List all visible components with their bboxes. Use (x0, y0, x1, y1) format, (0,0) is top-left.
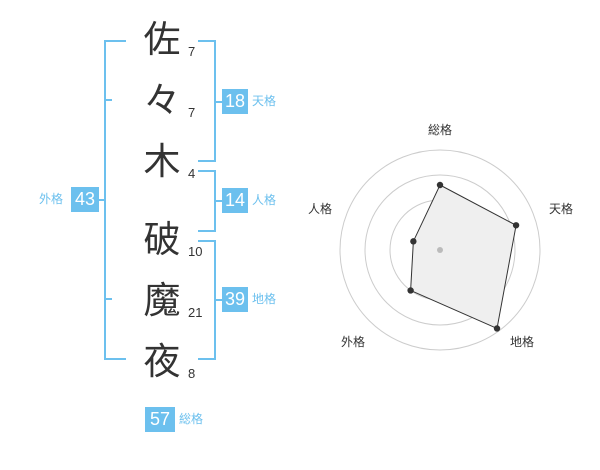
radar-point (512, 222, 520, 229)
chikaku-connector (214, 299, 222, 301)
jinkaku-connector (214, 200, 222, 202)
gaikaku-bracket (104, 40, 126, 360)
kanji-1: 佐 (143, 18, 181, 61)
gaikaku-connector (96, 199, 104, 201)
tenkaku-value: 18 (222, 89, 248, 114)
radar-point (493, 325, 501, 332)
radar-center-dot (437, 247, 443, 253)
tenkaku-connector (214, 101, 222, 103)
soukaku-label: 総格 (179, 412, 204, 426)
kanji-5: 魔 (143, 279, 181, 322)
soukaku-value: 57 (145, 407, 175, 432)
radar-points (407, 181, 520, 332)
stroke-count-5: 21 (188, 305, 203, 320)
stroke-count-2: 7 (188, 105, 196, 120)
radar-point (407, 287, 414, 294)
radar-label-tenkaku: 天格 (549, 201, 573, 216)
chikaku-label: 地格 (252, 292, 277, 306)
gaikaku-bracket-tick (104, 298, 112, 300)
gaikaku-bracket-tick (104, 99, 112, 101)
stroke-count-6: 8 (188, 366, 196, 381)
gaikaku-value: 43 (71, 187, 99, 212)
tenkaku-label: 天格 (252, 94, 277, 108)
radar-point (410, 238, 417, 245)
radar-grid-ring (364, 174, 516, 326)
radar-label-jinkaku: 人格 (308, 201, 332, 216)
radar-score-area (410, 184, 517, 330)
kanji-4: 破 (143, 218, 181, 261)
gaikaku-label: 外格 (39, 192, 64, 206)
stroke-count-1: 7 (188, 44, 196, 59)
stroke-count-3: 4 (188, 166, 196, 181)
kanji-6: 夜 (143, 340, 181, 383)
chikaku-value: 39 (222, 287, 248, 312)
kanji-2: 々 (143, 79, 181, 122)
kanji-3: 木 (143, 140, 181, 183)
jinkaku-value: 14 (222, 188, 248, 213)
radar-point (436, 181, 444, 189)
radar-label-soukaku: 総格 (428, 122, 452, 137)
radar-label-gaikaku: 外格 (341, 334, 365, 349)
radar-label-chikaku: 地格 (510, 334, 534, 349)
radar-grid-ring (339, 149, 541, 351)
jinkaku-label: 人格 (252, 193, 277, 207)
stroke-count-4: 10 (188, 244, 203, 259)
